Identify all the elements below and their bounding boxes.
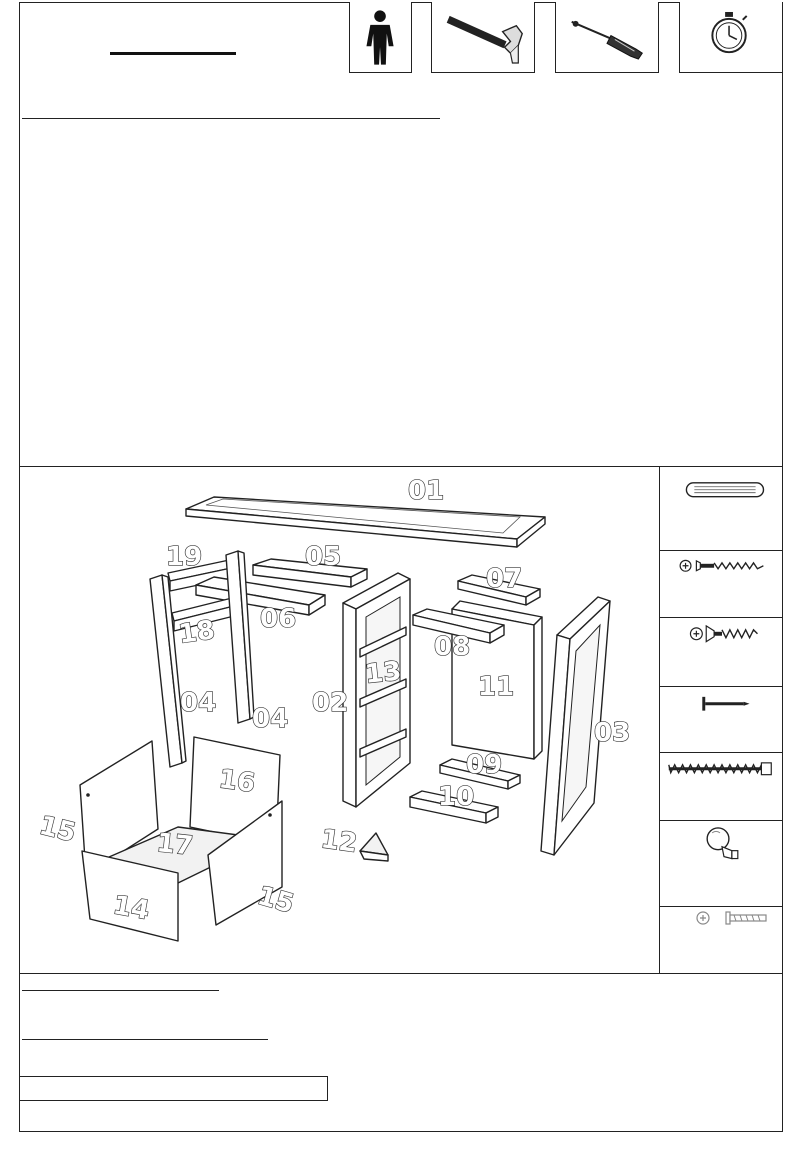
part-label-19: 19 <box>166 542 202 572</box>
part-01-top-panel <box>185 496 546 548</box>
subtitle-line <box>22 118 440 119</box>
notes-line-1 <box>22 990 219 991</box>
part-label-12: 12 <box>319 824 359 859</box>
hardware-cell-dowel <box>660 467 783 551</box>
part-label-01: 01 <box>408 476 444 506</box>
part-label-10: 10 <box>438 782 474 812</box>
notes-line-2 <box>22 1039 268 1040</box>
wooden-dowel-icon <box>685 482 765 498</box>
person-icon <box>366 10 394 65</box>
part-04-leg-left <box>149 574 187 768</box>
part-10-rail <box>409 790 499 824</box>
part-05-rail <box>252 558 368 588</box>
countersunk-screw-icon <box>689 624 758 643</box>
part-label-14: 14 <box>111 890 152 926</box>
part-02-side-frame <box>342 572 411 808</box>
part-label-08: 08 <box>434 632 470 662</box>
part-label-17: 17 <box>155 828 194 862</box>
part-label-15a: 15 <box>36 811 78 849</box>
part-04-leg-right <box>225 550 255 724</box>
part-label-13: 13 <box>364 656 403 690</box>
section-divider-top <box>19 466 783 467</box>
part-label-15b: 15 <box>254 881 297 920</box>
hardware-cell-knob <box>660 821 783 907</box>
part-07-rail <box>457 574 541 606</box>
hardware-column-divider <box>659 466 660 974</box>
part-14-drawer-front <box>81 850 179 942</box>
screwdriver-icon <box>571 20 643 60</box>
hardware-cell-countersunk-screw <box>660 618 783 687</box>
part-label-02: 02 <box>312 688 348 718</box>
part-18-rail <box>171 596 239 632</box>
screwdriver-icon-box <box>555 2 659 73</box>
part-08-rail <box>412 608 505 644</box>
part-12-wedge <box>359 832 389 862</box>
threaded-bolt-icon <box>668 762 772 776</box>
nail-icon <box>702 696 750 711</box>
knob-screw-icon <box>696 911 767 925</box>
stopwatch-icon-box <box>679 2 783 73</box>
part-label-11: 11 <box>478 672 514 702</box>
part-label-03: 03 <box>594 718 630 748</box>
part-label-06: 06 <box>260 604 296 634</box>
knob-icon <box>706 827 739 860</box>
notes-box <box>19 1076 328 1101</box>
person-icon-box <box>349 2 412 73</box>
part-09-rail <box>439 758 521 790</box>
stopwatch-icon <box>711 11 748 54</box>
title-bar <box>110 52 236 55</box>
part-03-side-frame <box>540 596 611 856</box>
hammer-icon-box <box>431 2 535 73</box>
section-divider-bottom <box>19 973 783 974</box>
part-label-09: 09 <box>466 750 502 780</box>
hardware-cell-bolt <box>660 753 783 821</box>
hardware-cell-nail <box>660 687 783 753</box>
drawer-assembly <box>79 736 283 942</box>
part-label-07: 07 <box>486 564 522 594</box>
part-label-04a: 04 <box>180 688 216 718</box>
part-15-drawer-side-left <box>79 740 159 876</box>
part-label-05: 05 <box>305 542 341 572</box>
part-11-back-panel <box>451 600 543 760</box>
exploded-assembly-diagram: 01 19 05 06 18 0 <box>20 467 659 973</box>
part-label-18: 18 <box>177 615 217 650</box>
hammer-icon <box>446 15 523 64</box>
part-label-16: 16 <box>217 764 257 799</box>
hardware-cell-knob-screw <box>660 907 783 973</box>
part-15-drawer-side-right <box>207 800 283 926</box>
hardware-cell-wood-screw <box>660 551 783 618</box>
long-wood-screw-icon <box>679 559 764 572</box>
part-label-04b: 04 <box>252 704 288 734</box>
